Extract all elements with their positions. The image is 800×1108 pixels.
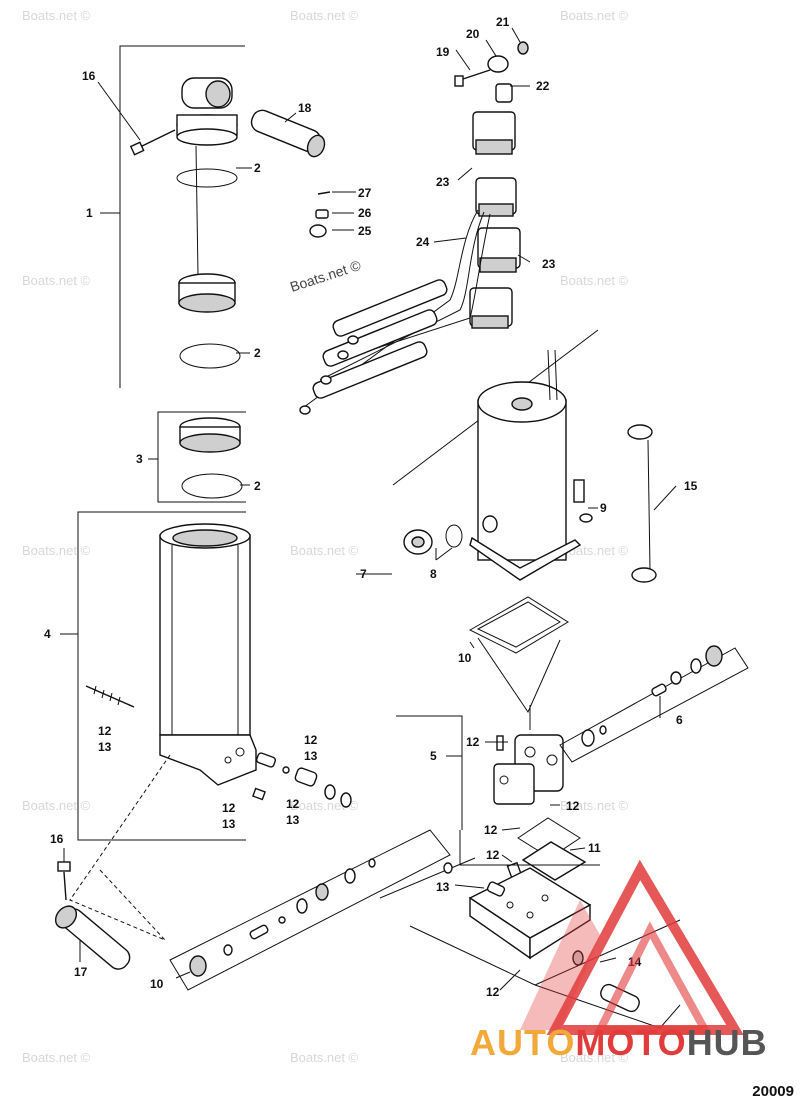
watermark: Boats.net © <box>560 8 629 23</box>
ground-strap <box>627 424 657 583</box>
screw-top <box>129 129 176 156</box>
callout-13-d: 13 <box>286 813 300 827</box>
callout-3: 3 <box>136 452 143 466</box>
callout-22: 22 <box>536 79 550 93</box>
callout-12-f: 12 <box>566 799 580 813</box>
pivot-pin <box>250 109 326 158</box>
callout-16-top: 16 <box>82 69 96 83</box>
callout-12-h: 12 <box>486 848 500 862</box>
logo-triangle-accent <box>520 900 600 1030</box>
watermark: Boats.net © <box>22 1050 91 1065</box>
lower-pivot-pin <box>54 905 131 970</box>
callout-21: 21 <box>496 15 510 29</box>
callout-7: 9 <box>600 501 607 515</box>
watermark: Boats.net © <box>290 543 359 558</box>
callout-12-g: 12 <box>484 823 498 837</box>
callout-13-b: 13 <box>304 749 318 763</box>
motor-screw <box>573 479 593 523</box>
callout-23-a: 23 <box>436 175 450 189</box>
callout-23-b: 23 <box>542 257 556 271</box>
callout-13-e: 13 <box>436 880 450 894</box>
tie-bolt <box>85 685 135 708</box>
watermark: Boats.net © <box>560 273 629 288</box>
callout-27: 27 <box>358 186 372 200</box>
motor-gasket <box>468 596 569 714</box>
relay-harness <box>299 111 521 415</box>
watermark: Boats.net © <box>22 543 91 558</box>
screw-lower <box>57 861 71 901</box>
watermark: Boats.net © <box>288 257 363 295</box>
callout-12-a: 12 <box>98 724 112 738</box>
watermark: Boats.net © <box>560 1050 629 1065</box>
callout-17: 17 <box>74 965 88 979</box>
callout-16-lower: 16 <box>50 832 64 846</box>
automotohub-logo: AUTOMOTOHUB <box>470 859 768 1063</box>
watermark: Boats.net © <box>22 798 91 813</box>
watermark: Boats.net © <box>560 798 629 813</box>
callouts: 16 18 2 1 2 3 2 4 12 13 12 13 12 13 12 1… <box>44 15 698 999</box>
callout-13-a: 13 <box>98 740 112 754</box>
watermark: Boats.net © <box>290 8 359 23</box>
callout-2-c: 2 <box>254 479 261 493</box>
callout-10-lower: 10 <box>150 977 164 991</box>
watermark: Boats.net © <box>290 1050 359 1065</box>
leader-lines <box>63 27 677 991</box>
dashed-lines <box>69 754 171 941</box>
pump-motor <box>392 329 599 581</box>
callout-15: 15 <box>684 479 698 493</box>
callout-1: 1 <box>86 206 93 220</box>
callout-19: 19 <box>436 45 450 59</box>
callout-12-e: 12 <box>466 735 480 749</box>
callout-8: 10 <box>458 651 472 665</box>
watermark: Boats.net © <box>22 8 91 23</box>
piston-ring-set <box>179 417 243 499</box>
fill-plug <box>403 524 463 555</box>
valve-body-lower <box>379 857 681 1029</box>
trim-cylinder <box>159 523 257 786</box>
callout-13-c: 13 <box>222 817 236 831</box>
callout-2-b: 2 <box>254 346 261 360</box>
callout-12-c: 12 <box>222 801 236 815</box>
callout-24: 24 <box>416 235 430 249</box>
bracket-lines <box>60 45 463 841</box>
callout-9: 5 <box>430 749 437 763</box>
callout-18: 18 <box>298 101 312 115</box>
callout-2-a: 2 <box>254 161 261 175</box>
callout-20: 20 <box>466 27 480 41</box>
diagram-number: 20009 <box>752 1083 794 1100</box>
callout-12-i: 12 <box>486 985 500 999</box>
manual-release-valve-lower <box>169 829 451 991</box>
check-valve-parts-left <box>252 752 352 808</box>
callout-5: 7 <box>360 567 367 581</box>
callout-12-b: 12 <box>304 733 318 747</box>
relay-hardware <box>309 41 529 238</box>
reservoir-cap <box>176 77 241 369</box>
pump-body <box>493 705 564 805</box>
logo-word-auto: AUTOMOTOHUB <box>470 1022 768 1063</box>
callout-12-d: 12 <box>286 797 300 811</box>
callout-6: 8 <box>430 567 437 581</box>
callout-11: 11 <box>588 841 601 855</box>
callout-10-upper: 6 <box>676 713 683 727</box>
watermark: Boats.net © <box>22 273 91 288</box>
callout-26: 26 <box>358 206 372 220</box>
callout-4: 4 <box>44 627 51 641</box>
logo-triangle-inner <box>593 921 712 1034</box>
callout-25: 25 <box>358 224 372 238</box>
manual-release-valve-upper <box>559 645 749 763</box>
